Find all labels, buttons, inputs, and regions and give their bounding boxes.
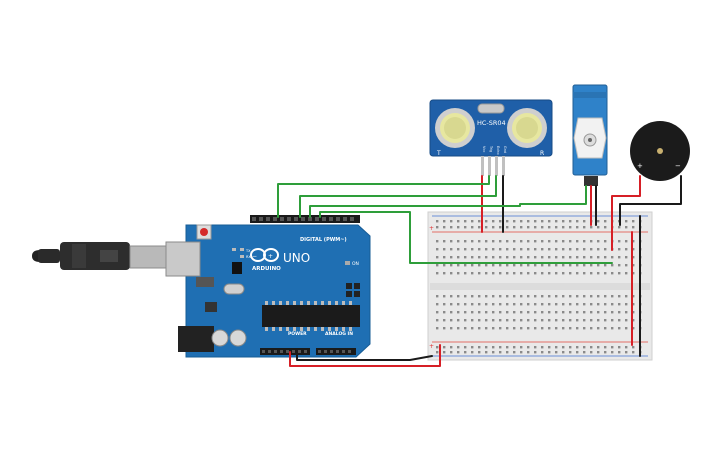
- atmega328-chip: [262, 305, 360, 327]
- rail-plus-bottom: +: [429, 343, 434, 350]
- piezo-buzzer[interactable]: + −: [630, 121, 690, 181]
- wire-buzzer-minus[interactable]: [619, 175, 682, 226]
- servo-motor[interactable]: [572, 84, 608, 186]
- wire-servo-pin[interactable]: [319, 211, 613, 264]
- sensor-pins[interactable]: [481, 156, 505, 176]
- analog-header-label: ANALOG IN: [325, 331, 353, 337]
- buzzer-plus: +: [637, 162, 643, 170]
- sensor-pin-labels: Vcc Trig Echo Gnd: [482, 145, 507, 155]
- hc-sr04-sensor[interactable]: HC-SR04 T R Vcc Trig Echo Gnd: [429, 99, 553, 176]
- icsp-header-1: [196, 277, 214, 287]
- svg-text:Vcc: Vcc: [482, 146, 486, 152]
- status-leds: [232, 248, 244, 258]
- capacitor-1: [211, 329, 229, 347]
- svg-text:+: +: [268, 253, 273, 260]
- breadboard-holes: [436, 220, 642, 354]
- usb-port: [165, 241, 201, 277]
- wire-buzzer-plus[interactable]: [611, 175, 641, 251]
- servo-connector[interactable]: [584, 176, 598, 186]
- atmega16u2-chip: [232, 262, 242, 274]
- on-led-label: ON: [352, 261, 359, 267]
- arduino-logo-text: ARDUINO: [252, 266, 281, 272]
- wire-trig-green[interactable]: [277, 175, 490, 218]
- sensor-t-mark: T: [436, 150, 441, 157]
- wire-5v-red[interactable]: [289, 344, 441, 367]
- power-header[interactable]: [260, 348, 310, 355]
- wire-echo-green[interactable]: [299, 175, 497, 218]
- reset-button-cap[interactable]: [200, 228, 208, 236]
- svg-text:Gnd: Gnd: [503, 146, 507, 153]
- rx-label: RX: [246, 255, 251, 259]
- sensor-name: HC-SR04: [477, 119, 506, 127]
- capacitor-2: [229, 329, 247, 347]
- chip-pins: [265, 301, 352, 331]
- arduino-board[interactable]: DIGITAL (PWM~) − + ARDUINO UNO ON TX RX: [165, 215, 371, 358]
- digital-header-label: DIGITAL (PWM~): [300, 237, 347, 243]
- sensor-r-mark: R: [540, 150, 544, 157]
- power-jack: [178, 326, 214, 352]
- icsp-header-2: [346, 283, 360, 297]
- svg-text:−: −: [252, 253, 257, 260]
- svg-text:Trig: Trig: [489, 145, 493, 152]
- wire-servo-signal[interactable]: [309, 185, 587, 218]
- wire-gnd-black-power[interactable]: [296, 351, 433, 361]
- arduino-logo: − +: [250, 248, 279, 262]
- tx-label: TX: [245, 249, 251, 253]
- rail-plus-top: +: [429, 225, 434, 232]
- crystal: [223, 283, 245, 295]
- arduino-model-text: UNO: [283, 251, 310, 265]
- power-header-label: POWER: [288, 331, 307, 337]
- on-led: [345, 261, 350, 265]
- crystal-oscillator: [477, 103, 505, 114]
- buzzer-minus: −: [675, 162, 681, 170]
- voltage-regulator: [205, 302, 217, 312]
- svg-text:Echo: Echo: [496, 146, 500, 155]
- breadboard[interactable]: + +: [427, 211, 653, 361]
